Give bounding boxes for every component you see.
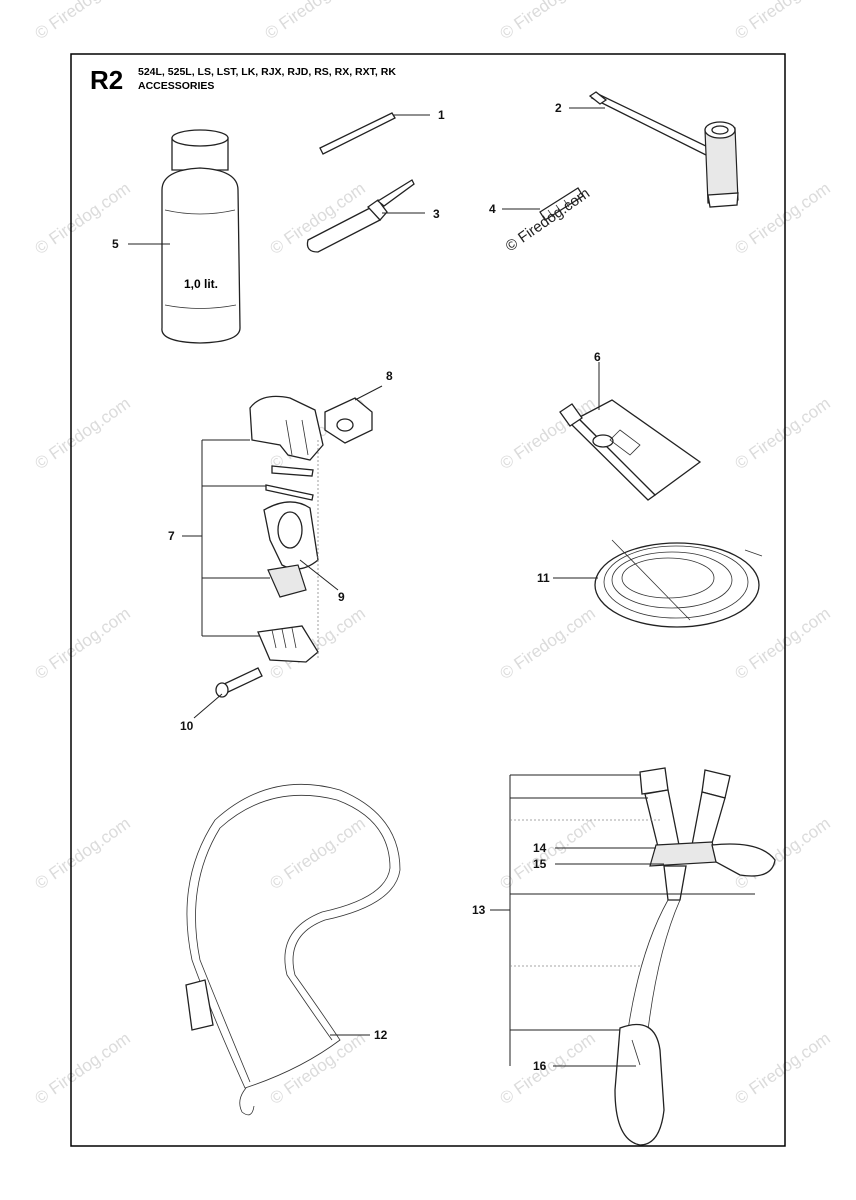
watermark: © Firedog.com bbox=[496, 0, 598, 43]
part-1-pin: 1 bbox=[319, 108, 445, 155]
callout-11: 11 bbox=[537, 571, 550, 585]
part-11-trimmer-line: 11 bbox=[537, 539, 763, 628]
callout-13: 13 bbox=[472, 903, 486, 917]
watermark: © Firedog.com bbox=[31, 604, 133, 684]
watermark: © Firedog.com bbox=[496, 1029, 598, 1109]
watermark: © Firedog.com bbox=[31, 814, 133, 894]
model-list: 524L, 525L, LS, LST, LK, RJX, RJD, RS, R… bbox=[138, 66, 396, 78]
part-8-clip: 8 bbox=[324, 369, 393, 444]
watermark: © Firedog.com bbox=[31, 0, 133, 43]
callout-15: 15 bbox=[533, 857, 547, 871]
watermark: © Firedog.com bbox=[266, 814, 368, 894]
part-3-screwdriver: 3 bbox=[306, 179, 440, 253]
part-6-grease-tube: 6 bbox=[559, 350, 702, 501]
section-code: R2 bbox=[90, 65, 123, 95]
part-7-hanger-assembly: 7 9 bbox=[168, 395, 345, 663]
callout-14: 14 bbox=[533, 841, 547, 855]
callout-7: 7 bbox=[168, 529, 175, 543]
part-12-shoulder-strap: 12 bbox=[185, 783, 401, 1116]
callout-10: 10 bbox=[180, 719, 194, 733]
callout-8: 8 bbox=[386, 369, 393, 383]
bottle-volume-label: 1,0 lit. bbox=[184, 277, 218, 291]
part-10-screw: 10 bbox=[180, 667, 263, 733]
watermark: © Firedog.com bbox=[496, 814, 598, 894]
watermark: © Firedog.com bbox=[731, 604, 833, 684]
watermark: © Firedog.com bbox=[31, 394, 133, 474]
callout-4: 4 bbox=[489, 202, 496, 216]
callout-1: 1 bbox=[438, 108, 445, 122]
callout-5: 5 bbox=[112, 237, 119, 251]
callout-6: 6 bbox=[594, 350, 601, 364]
watermark: © Firedog.com bbox=[731, 0, 833, 43]
watermark: © Firedog.com bbox=[261, 0, 363, 43]
watermark: © Firedog.com bbox=[31, 1029, 133, 1109]
diagram-header: R2 524L, 525L, LS, LST, LK, RJX, RJD, RS… bbox=[90, 65, 396, 95]
watermark-foreground: © Firedog.com bbox=[503, 185, 594, 255]
part-5-oil-bottle: 1,0 lit. 5 bbox=[112, 129, 241, 344]
watermark: © Firedog.com bbox=[731, 179, 833, 259]
part-4-file: 4 © Firedog.com bbox=[489, 185, 593, 255]
section-title: ACCESSORIES bbox=[138, 80, 214, 92]
watermark: © Firedog.com bbox=[266, 1029, 368, 1109]
watermark: © Firedog.com bbox=[731, 1029, 833, 1109]
part-13-harness: 13 14 15 16 bbox=[472, 767, 776, 1146]
watermark: © Firedog.com bbox=[731, 394, 833, 474]
callout-12: 12 bbox=[374, 1028, 388, 1042]
callout-16: 16 bbox=[533, 1059, 547, 1073]
callout-9: 9 bbox=[338, 590, 345, 604]
callout-3: 3 bbox=[433, 207, 440, 221]
part-2-wrench: 2 bbox=[555, 91, 739, 208]
watermark: © Firedog.com bbox=[496, 604, 598, 684]
callout-2: 2 bbox=[555, 101, 562, 115]
diagram-frame bbox=[70, 53, 786, 1147]
